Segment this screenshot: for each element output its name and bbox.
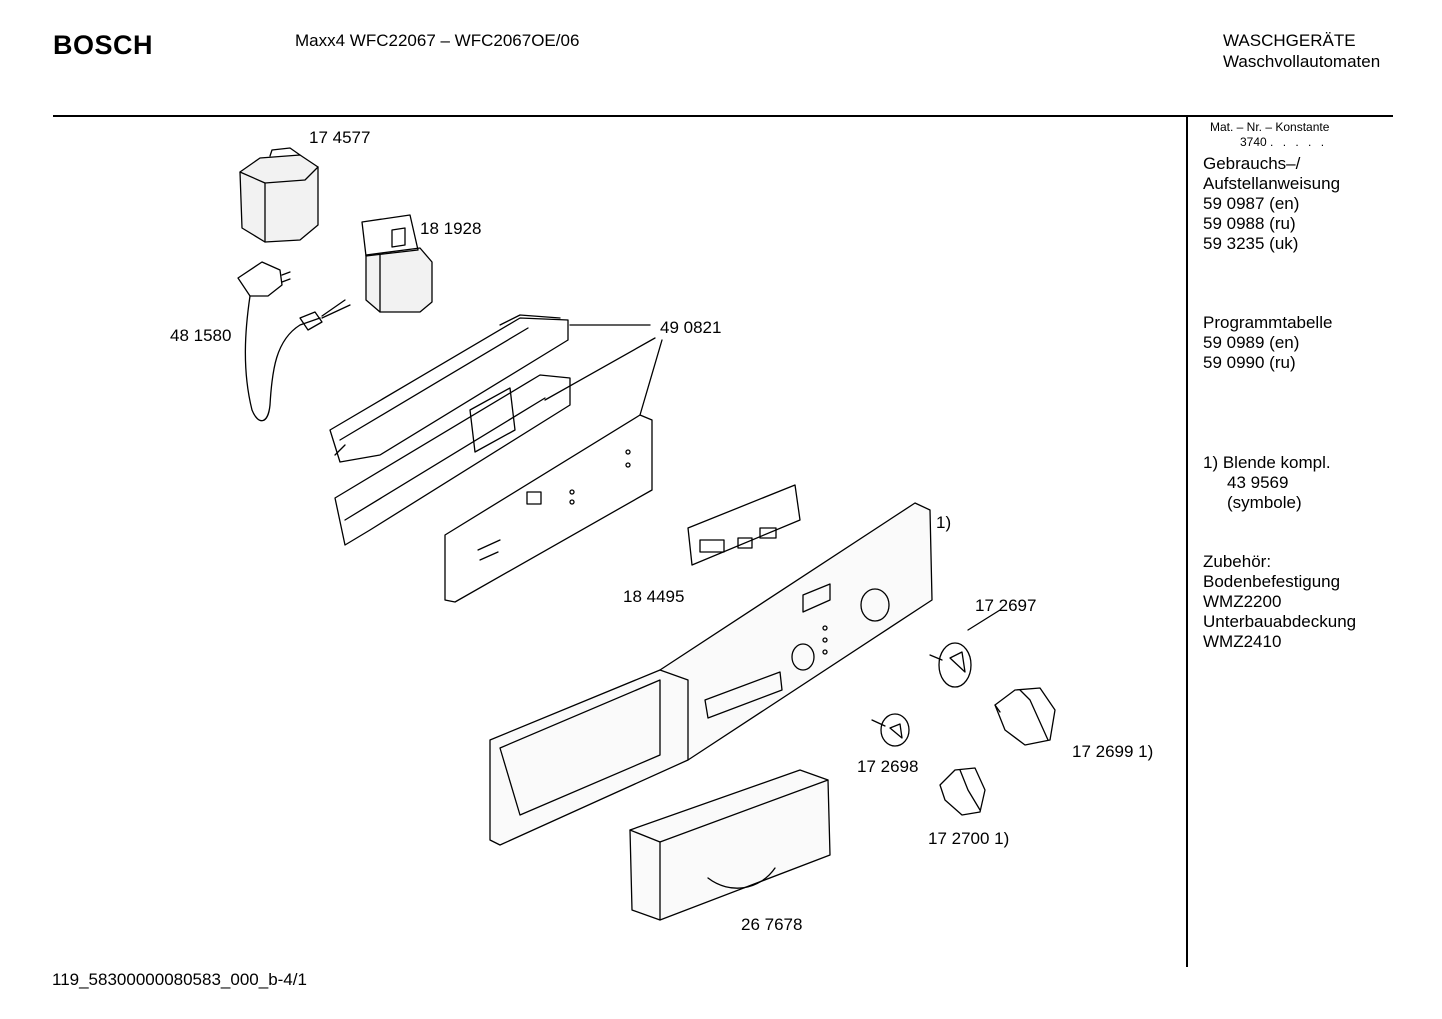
header-divider [53,115,1393,117]
part-module-frame[interactable] [334,374,571,546]
label-part-490821: 49 0821 [660,318,722,337]
part-control-board[interactable] [444,414,653,603]
accessory-item: WMZ2410 [1203,632,1282,651]
program-item: 59 0990 (ru) [1203,353,1296,372]
part-knob-172697[interactable] [929,642,972,688]
accessories-title: Zubehör: [1203,552,1272,571]
note-line-1: 1) Blende kompl. [1203,453,1331,472]
sidebar-divider [1186,117,1188,967]
constant-dots: . . . . . [1270,135,1328,149]
part-filter-block[interactable] [361,214,433,313]
manual-item: 59 0988 (ru) [1203,214,1296,233]
label-part-172698: 17 2698 [857,757,919,776]
label-part-172697: 17 2697 [975,596,1037,615]
manual-section: Gebrauchs–/ Aufstellanweisung 59 0987 (e… [1203,154,1340,254]
part-fascia-panel[interactable] [489,502,933,846]
part-drawer-front[interactable] [629,769,831,921]
constant-label: Mat. – Nr. – Konstante [1210,120,1330,134]
note-line-2: 43 9569 [1227,473,1289,492]
label-part-184495: 18 4495 [623,587,685,606]
part-knob-172699[interactable] [994,687,1056,746]
accessory-item: Unterbauabdeckung [1203,612,1357,631]
program-item: 59 0989 (en) [1203,333,1300,352]
manual-item: 59 0987 (en) [1203,194,1300,213]
label-part-481580: 48 1580 [170,326,232,345]
category-label: WASCHGERÄTE [1223,31,1356,50]
constant-number: 3740 [1240,135,1267,149]
accessories-section: Zubehör: Bodenbefestigung WMZ2200 Unterb… [1203,552,1356,652]
label-part-174577: 17 4577 [309,128,371,147]
accessory-item: WMZ2200 [1203,592,1282,611]
leader-lines [544,324,1001,631]
note-line-3: (symbole) [1227,493,1302,512]
brand-logo: BOSCH [53,30,154,60]
label-part-267678: 26 7678 [741,915,803,934]
subcategory-label: Waschvollautomaten [1223,52,1381,71]
model-title: Maxx4 WFC22067 – WFC2067OE/06 [295,31,580,50]
label-note-1: 1) [936,513,952,532]
part-module-bar[interactable] [329,314,569,463]
manual-item: 59 3235 (uk) [1203,234,1299,253]
accessory-item: Bodenbefestigung [1203,572,1341,591]
document-code: 119_58300000080583_000_b-4/1 [52,970,307,989]
part-power-cord[interactable] [237,261,351,422]
manual-title-1: Gebrauchs–/ [1203,154,1301,173]
part-knob-172700[interactable] [939,767,986,816]
part-knob-172698[interactable] [871,713,910,747]
program-section: Programmtabelle 59 0989 (en) 59 0990 (ru… [1203,313,1332,373]
label-part-172700: 17 2700 1) [928,829,1010,848]
exploded-parts-diagram [237,147,1056,921]
manual-title-2: Aufstellanweisung [1203,174,1341,193]
constant-value: 3740 . . . . . [1240,135,1327,149]
program-title: Programmtabelle [1203,313,1333,332]
label-part-172699: 17 2699 1) [1072,742,1154,761]
part-display-board[interactable] [687,484,801,566]
note-section: 1) Blende kompl. 43 9569 (symbole) [1203,453,1331,513]
part-cover-box[interactable] [239,147,319,243]
label-part-181928: 18 1928 [420,219,482,238]
